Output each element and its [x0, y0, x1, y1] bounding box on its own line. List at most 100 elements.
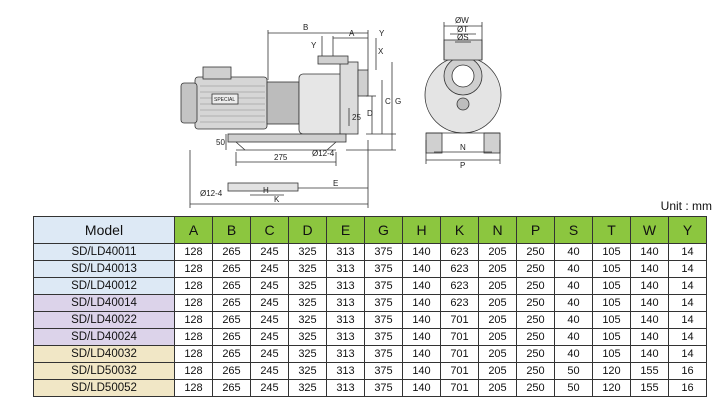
value-cell: 250 — [516, 345, 555, 363]
value-cell: 325 — [288, 311, 327, 329]
value-cell: 205 — [478, 260, 517, 278]
value-cell: 313 — [326, 362, 365, 380]
value-cell: 128 — [174, 328, 213, 346]
header-col: D — [288, 216, 327, 244]
dim-label-g: G — [395, 97, 401, 106]
value-cell: 265 — [212, 362, 251, 380]
value-cell: 701 — [440, 328, 479, 346]
value-cell: 205 — [478, 294, 517, 312]
dim-label-b: B — [303, 23, 308, 32]
header-col: W — [630, 216, 669, 244]
dim-label-275: 275 — [274, 153, 288, 162]
value-cell: 140 — [630, 311, 669, 329]
value-cell: 245 — [250, 328, 289, 346]
header-col: S — [554, 216, 593, 244]
value-cell: 140 — [630, 260, 669, 278]
value-cell: 245 — [250, 277, 289, 295]
header-col: T — [592, 216, 631, 244]
value-cell: 313 — [326, 294, 365, 312]
dim-label-s: ØS — [457, 33, 469, 42]
value-cell: 313 — [326, 277, 365, 295]
dim-label-d: D — [367, 109, 373, 118]
header-col: E — [326, 216, 365, 244]
header-col: Y — [668, 216, 707, 244]
value-cell: 313 — [326, 379, 365, 397]
motor-nameplate — [211, 93, 239, 105]
value-cell: 701 — [440, 345, 479, 363]
value-cell: 375 — [364, 362, 403, 380]
value-cell: 250 — [516, 379, 555, 397]
value-cell: 105 — [592, 328, 631, 346]
value-cell: 245 — [250, 294, 289, 312]
value-cell: 265 — [212, 294, 251, 312]
header-col: G — [364, 216, 403, 244]
end-view-outlet — [443, 39, 483, 61]
value-cell: 245 — [250, 345, 289, 363]
value-cell: 265 — [212, 328, 251, 346]
value-cell: 40 — [554, 294, 593, 312]
value-cell: 245 — [250, 243, 289, 261]
base-plate — [227, 133, 347, 143]
model-cell: SD/LD40012 — [33, 277, 175, 295]
value-cell: 623 — [440, 260, 479, 278]
value-cell: 140 — [402, 362, 441, 380]
value-cell: 325 — [288, 345, 327, 363]
value-cell: 105 — [592, 345, 631, 363]
value-cell: 128 — [174, 294, 213, 312]
value-cell: 701 — [440, 362, 479, 380]
dim-label-p: P — [460, 161, 465, 170]
value-cell: 245 — [250, 379, 289, 397]
value-cell: 245 — [250, 362, 289, 380]
value-cell: 245 — [250, 311, 289, 329]
value-cell: 205 — [478, 345, 517, 363]
dim-label-25: 25 — [352, 113, 361, 122]
pump-casing — [298, 73, 345, 135]
end-view-foot-right — [483, 132, 501, 154]
dim-label-hole-left: Ø12-4 — [200, 189, 223, 198]
value-cell: 205 — [478, 328, 517, 346]
dim-label-h: H — [263, 186, 269, 195]
dimension-table: Model A B C D E G H K N P S T W Y SD/LD4… — [33, 216, 707, 397]
value-cell: 375 — [364, 260, 403, 278]
terminal-box — [202, 66, 232, 80]
value-cell: 105 — [592, 243, 631, 261]
model-cell: SD/LD40011 — [33, 243, 175, 261]
header-col: H — [402, 216, 441, 244]
base-footprint — [227, 182, 299, 192]
value-cell: 325 — [288, 328, 327, 346]
value-cell: 14 — [668, 294, 707, 312]
value-cell: 325 — [288, 260, 327, 278]
value-cell: 205 — [478, 362, 517, 380]
header-model: Model — [33, 216, 175, 244]
dim-label-50: 50 — [216, 138, 225, 147]
value-cell: 105 — [592, 277, 631, 295]
dim-label-a: A — [349, 29, 355, 38]
value-cell: 40 — [554, 260, 593, 278]
value-cell: 40 — [554, 328, 593, 346]
value-cell: 40 — [554, 311, 593, 329]
value-cell: 250 — [516, 362, 555, 380]
table-header-row: Model A B C D E G H K N P S T W Y — [33, 216, 707, 244]
model-cell: SD/LD50032 — [33, 362, 175, 380]
header-col: K — [440, 216, 479, 244]
value-cell: 250 — [516, 243, 555, 261]
value-cell: 50 — [554, 362, 593, 380]
value-cell: 128 — [174, 243, 213, 261]
value-cell: 128 — [174, 311, 213, 329]
value-cell: 325 — [288, 294, 327, 312]
value-cell: 250 — [516, 328, 555, 346]
value-cell: 375 — [364, 345, 403, 363]
value-cell: 140 — [630, 277, 669, 295]
value-cell: 155 — [630, 362, 669, 380]
value-cell: 205 — [478, 311, 517, 329]
value-cell: 250 — [516, 277, 555, 295]
value-cell: 313 — [326, 243, 365, 261]
